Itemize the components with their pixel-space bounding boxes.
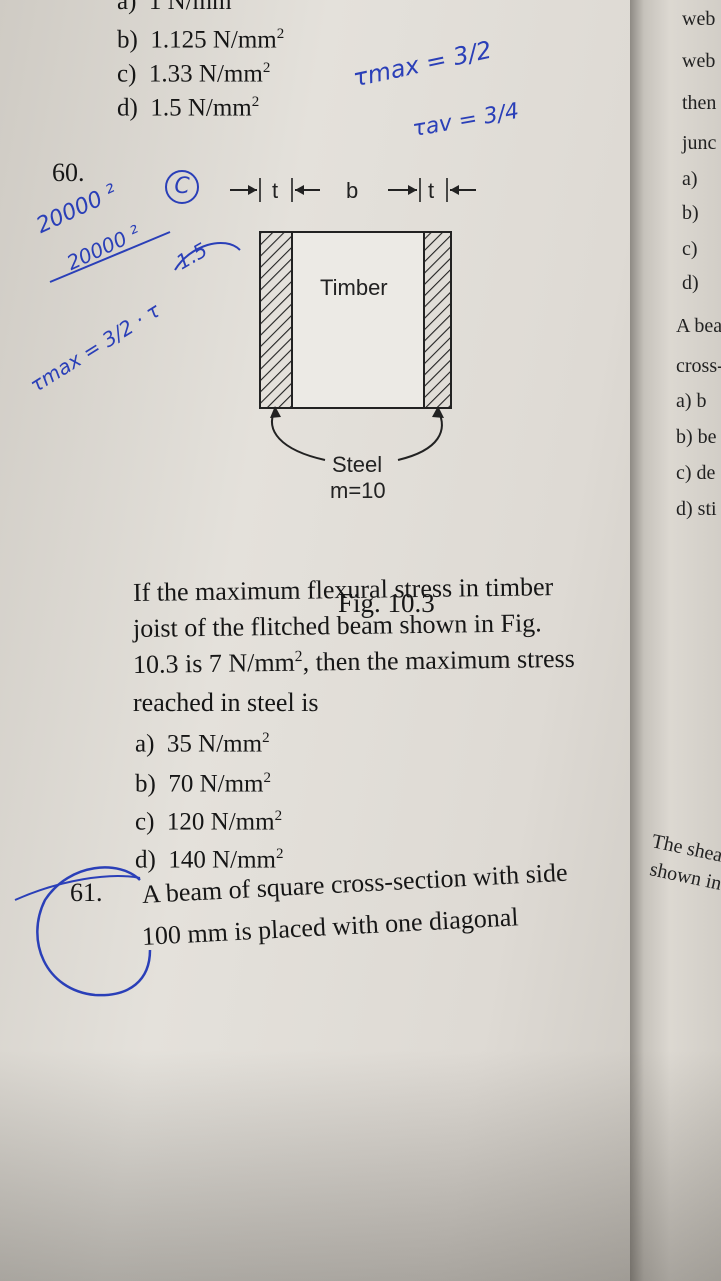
q60-option-b: b) 70 N/mm2 [135, 770, 271, 798]
dimension-b-label: b [346, 178, 358, 203]
pen-circle-question-61 [36, 866, 152, 997]
modular-ratio-label: m=10 [330, 478, 386, 503]
handwriting-circled-answer: C [165, 170, 199, 204]
right-line-13: c) de [676, 462, 716, 484]
right-line-7: c) [682, 238, 698, 260]
steel-plate-left [259, 231, 293, 409]
right-line-10: cross- [676, 355, 721, 377]
steel-label: Steel [332, 452, 382, 477]
steel-plate-right [423, 231, 452, 409]
right-line-2: web [682, 50, 716, 72]
prev-option-b: b) 1.125 N/mm2 [117, 26, 285, 54]
pen-curve-left [174, 241, 241, 271]
right-line-5: a) [682, 168, 698, 190]
right-line-12: b) be [676, 426, 717, 448]
prev-option-c: c) 1.33 N/mm2 [117, 60, 271, 88]
q60-option-a: a) 35 N/mm2 [135, 730, 270, 758]
prev-option-d: d) 1.5 N/mm2 [117, 94, 260, 122]
right-line-4: junc [682, 132, 717, 154]
right-line-14: d) sti [676, 498, 717, 520]
dimension-t-left-label: t [272, 178, 278, 203]
dimension-t-left: t [230, 178, 320, 203]
right-line-11: a) b [676, 390, 707, 412]
pen-mark-question-61 [14, 875, 141, 901]
bottom-shadow [0, 1050, 721, 1281]
pen-fraction-line [49, 231, 171, 283]
figure-caption: Fig. 10.3 [338, 588, 435, 618]
right-line-1: web [682, 8, 716, 30]
q60-option-d: d) 140 N/mm2 [135, 846, 284, 874]
right-line-9: A bea [676, 315, 721, 337]
right-line-8: d) [682, 272, 699, 294]
right-line-6: b) [682, 202, 699, 224]
question-number-60: 60. [52, 158, 85, 187]
q60-option-c: c) 120 N/mm2 [135, 808, 283, 836]
dimension-t-right-label: t [428, 178, 434, 203]
flitched-beam-figure: t b t Timber Steel m=10 [230, 178, 476, 503]
dimension-t-right: t [388, 178, 476, 203]
prev-option-a: a) 1 N/mm [117, 0, 232, 15]
timber-label: Timber [320, 275, 388, 300]
right-line-3: then [682, 92, 717, 114]
right-page-edge [630, 0, 721, 1281]
question-number-61: 61. [70, 878, 103, 907]
q60-line-4: reached in steel is [133, 688, 319, 717]
